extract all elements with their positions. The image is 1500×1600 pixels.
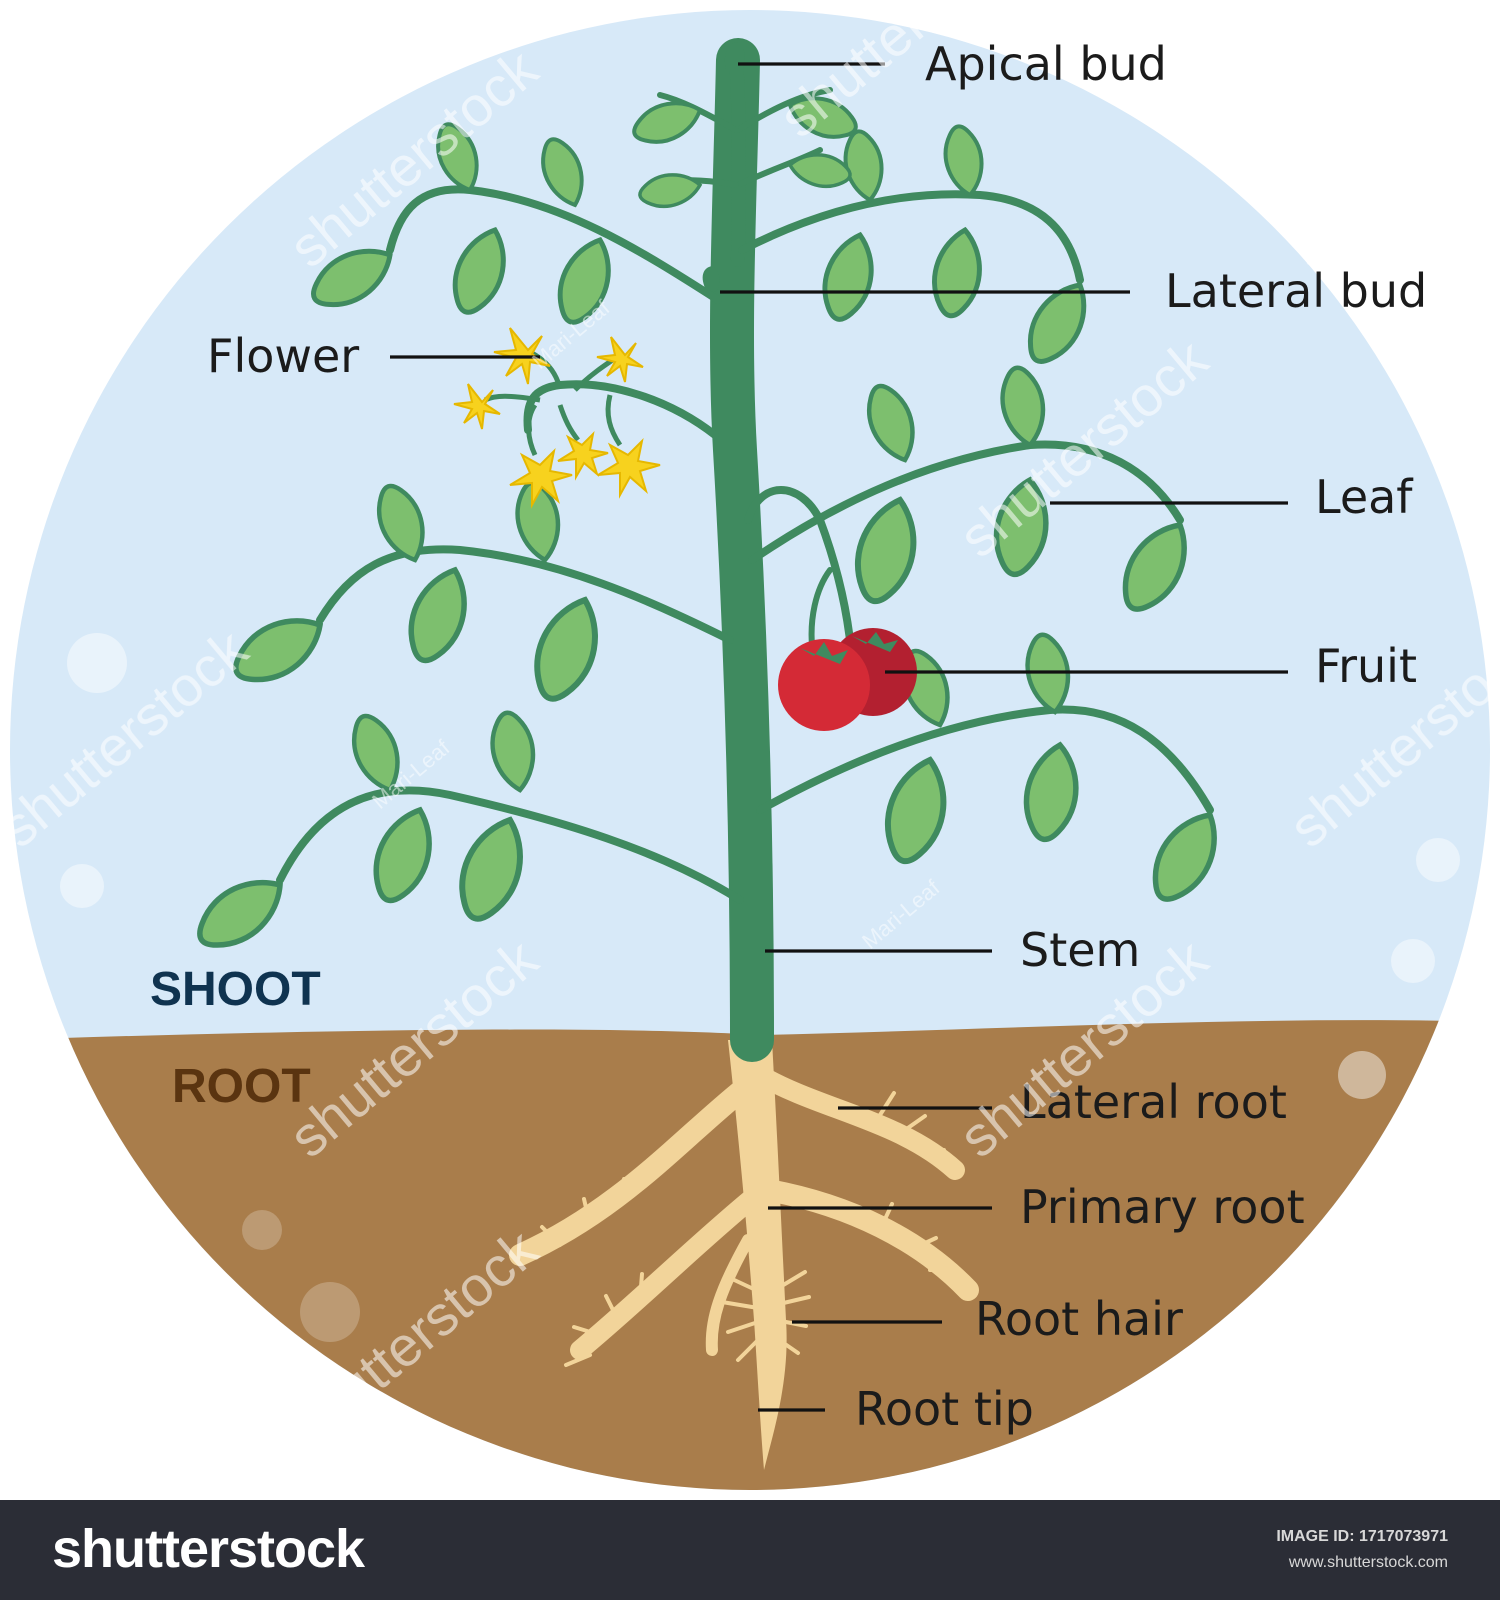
bubble: [300, 1282, 360, 1342]
fruit-stalk: [744, 486, 854, 644]
fruit-front: [778, 639, 870, 731]
branch-left-flower: [523, 380, 719, 439]
label-flower: Flower: [207, 329, 359, 383]
flower-stalk: [526, 403, 538, 457]
label-root-tip: Root tip: [855, 1382, 1034, 1436]
footer-bar: shutterstock IMAGE ID: 1717073971 www.sh…: [0, 1500, 1500, 1600]
footer-image-id: IMAGE ID: 1717073971: [1276, 1528, 1448, 1545]
lateral-root-left-lower: [570, 1190, 760, 1360]
label-primary-root: Primary root: [1020, 1180, 1305, 1234]
section-root: ROOT: [172, 1060, 311, 1113]
branch-left-low: [276, 786, 744, 904]
main-stem-taper: [729, 53, 746, 267]
label-fruit: Fruit: [1315, 639, 1417, 693]
flower-blossom: [453, 383, 501, 430]
fruit-calyx: [852, 632, 898, 652]
lateral-root-left-small: [705, 1234, 754, 1356]
fruit: [778, 628, 917, 731]
label-lateral-root: Lateral root: [1020, 1075, 1287, 1129]
flower-stalk: [557, 404, 580, 442]
bubble: [60, 864, 104, 908]
root-hair: [878, 1091, 946, 1152]
bubble: [1391, 939, 1435, 983]
labels: Apical bud Lateral bud Flower Leaf Fruit…: [207, 37, 1427, 1436]
branch-top-right: [735, 87, 833, 133]
root-hair: [720, 1270, 811, 1362]
branch-left-mid: [316, 545, 734, 644]
lateral-bud: [702, 266, 720, 292]
label-leaf: Leaf: [1315, 470, 1414, 524]
footer-url: www.shutterstock.com: [1288, 1554, 1448, 1571]
plant-diagram: Apical bud Lateral bud Flower Leaf Fruit…: [10, 10, 1500, 1490]
branch-left-top: [386, 185, 722, 304]
flower-blossom: [596, 336, 644, 383]
flower-stalk: [605, 394, 623, 447]
branch-right-low: [756, 705, 1214, 814]
watermark-stock: shutterstock: [1277, 36, 1500, 279]
roots: [509, 1040, 979, 1470]
bubble: [1416, 838, 1460, 882]
fruit-stalk-inner: [808, 567, 833, 648]
fruit-calyx: [800, 642, 848, 664]
stem: [276, 38, 1214, 1062]
branch-top-mid: [735, 147, 823, 188]
primary-root: [728, 1040, 787, 1470]
section-shoot: SHOOT: [150, 963, 321, 1016]
label-stem: Stem: [1020, 923, 1140, 977]
footer-brand-logo: shutterstock: [52, 1519, 365, 1579]
label-apical-bud: Apical bud: [925, 37, 1167, 91]
bubble: [67, 633, 127, 693]
bubble: [1338, 1051, 1386, 1099]
flower-blossom: [597, 437, 661, 499]
leader-lines: [390, 62, 1288, 1412]
flower-blossom: [557, 431, 609, 481]
root-hairs: [540, 1091, 960, 1367]
label-root-hair: Root hair: [975, 1292, 1183, 1346]
lateral-root-left-upper: [509, 1079, 753, 1266]
background-bubbles: [60, 633, 1460, 1342]
root-hair: [540, 1177, 626, 1247]
label-lateral-bud: Lateral bud: [1165, 264, 1427, 318]
bubble: [242, 1210, 282, 1250]
flower-blossom: [509, 447, 573, 509]
branch-right-mid: [748, 440, 1184, 564]
root-hair: [564, 1272, 644, 1367]
lateral-root-right-upper: [750, 1065, 965, 1180]
footer-image-info: IMAGE ID: 1717073971 www.shutterstock.co…: [1276, 1528, 1448, 1572]
